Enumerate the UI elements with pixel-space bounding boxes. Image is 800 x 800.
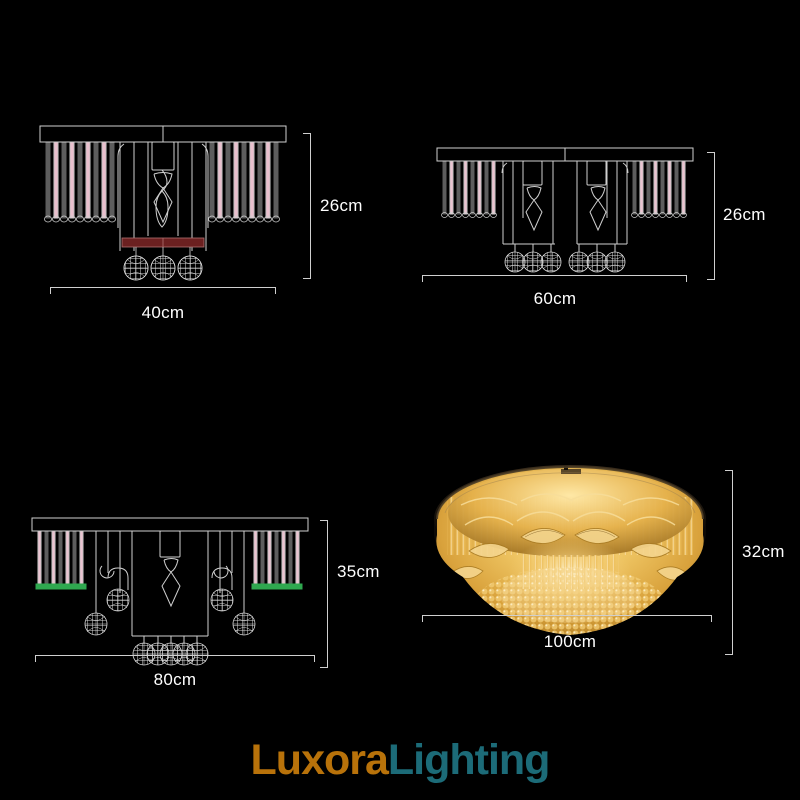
height-dimension-line-40cm bbox=[303, 133, 311, 279]
height-dimension-line-100cm bbox=[725, 470, 733, 655]
height-dimension-line-80cm bbox=[320, 520, 328, 668]
width-dimension-label-100cm: 100cm bbox=[543, 632, 597, 651]
height-dimension-label-100cm: 32cm bbox=[742, 542, 785, 561]
width-dimension-label-80cm: 80cm bbox=[153, 670, 197, 689]
variant-panel-40cm: 26cm 40cm bbox=[0, 0, 400, 400]
width-dimension-line-40cm bbox=[50, 287, 276, 294]
height-dimension-label-80cm: 35cm bbox=[337, 562, 380, 581]
brand-logo-luxora: Luxora bbox=[250, 736, 389, 784]
height-dimension-line-60cm bbox=[707, 152, 715, 280]
lamp-drawing-60cm bbox=[435, 147, 695, 288]
brand-logo-lighting: Lighting bbox=[387, 736, 551, 784]
height-dimension-label-40cm: 26cm bbox=[320, 196, 363, 215]
lamp-photo-100cm bbox=[425, 455, 715, 655]
width-dimension-line-80cm bbox=[35, 655, 315, 662]
variant-panel-60cm: 26cm 60cm bbox=[400, 0, 800, 400]
lamp-drawing-80cm bbox=[30, 517, 310, 688]
variant-panel-100cm: 32cm 100cm bbox=[400, 400, 800, 800]
width-dimension-line-60cm bbox=[422, 275, 687, 282]
lamp-drawing-40cm bbox=[38, 125, 288, 286]
brand-logo: LuxoraLighting bbox=[0, 739, 800, 782]
height-dimension-label-60cm: 26cm bbox=[723, 205, 766, 224]
width-dimension-label-40cm: 40cm bbox=[141, 303, 185, 322]
width-dimension-label-60cm: 60cm bbox=[533, 289, 577, 308]
variant-panel-80cm: 35cm 80cm bbox=[0, 400, 400, 800]
width-dimension-line-100cm bbox=[422, 615, 712, 622]
